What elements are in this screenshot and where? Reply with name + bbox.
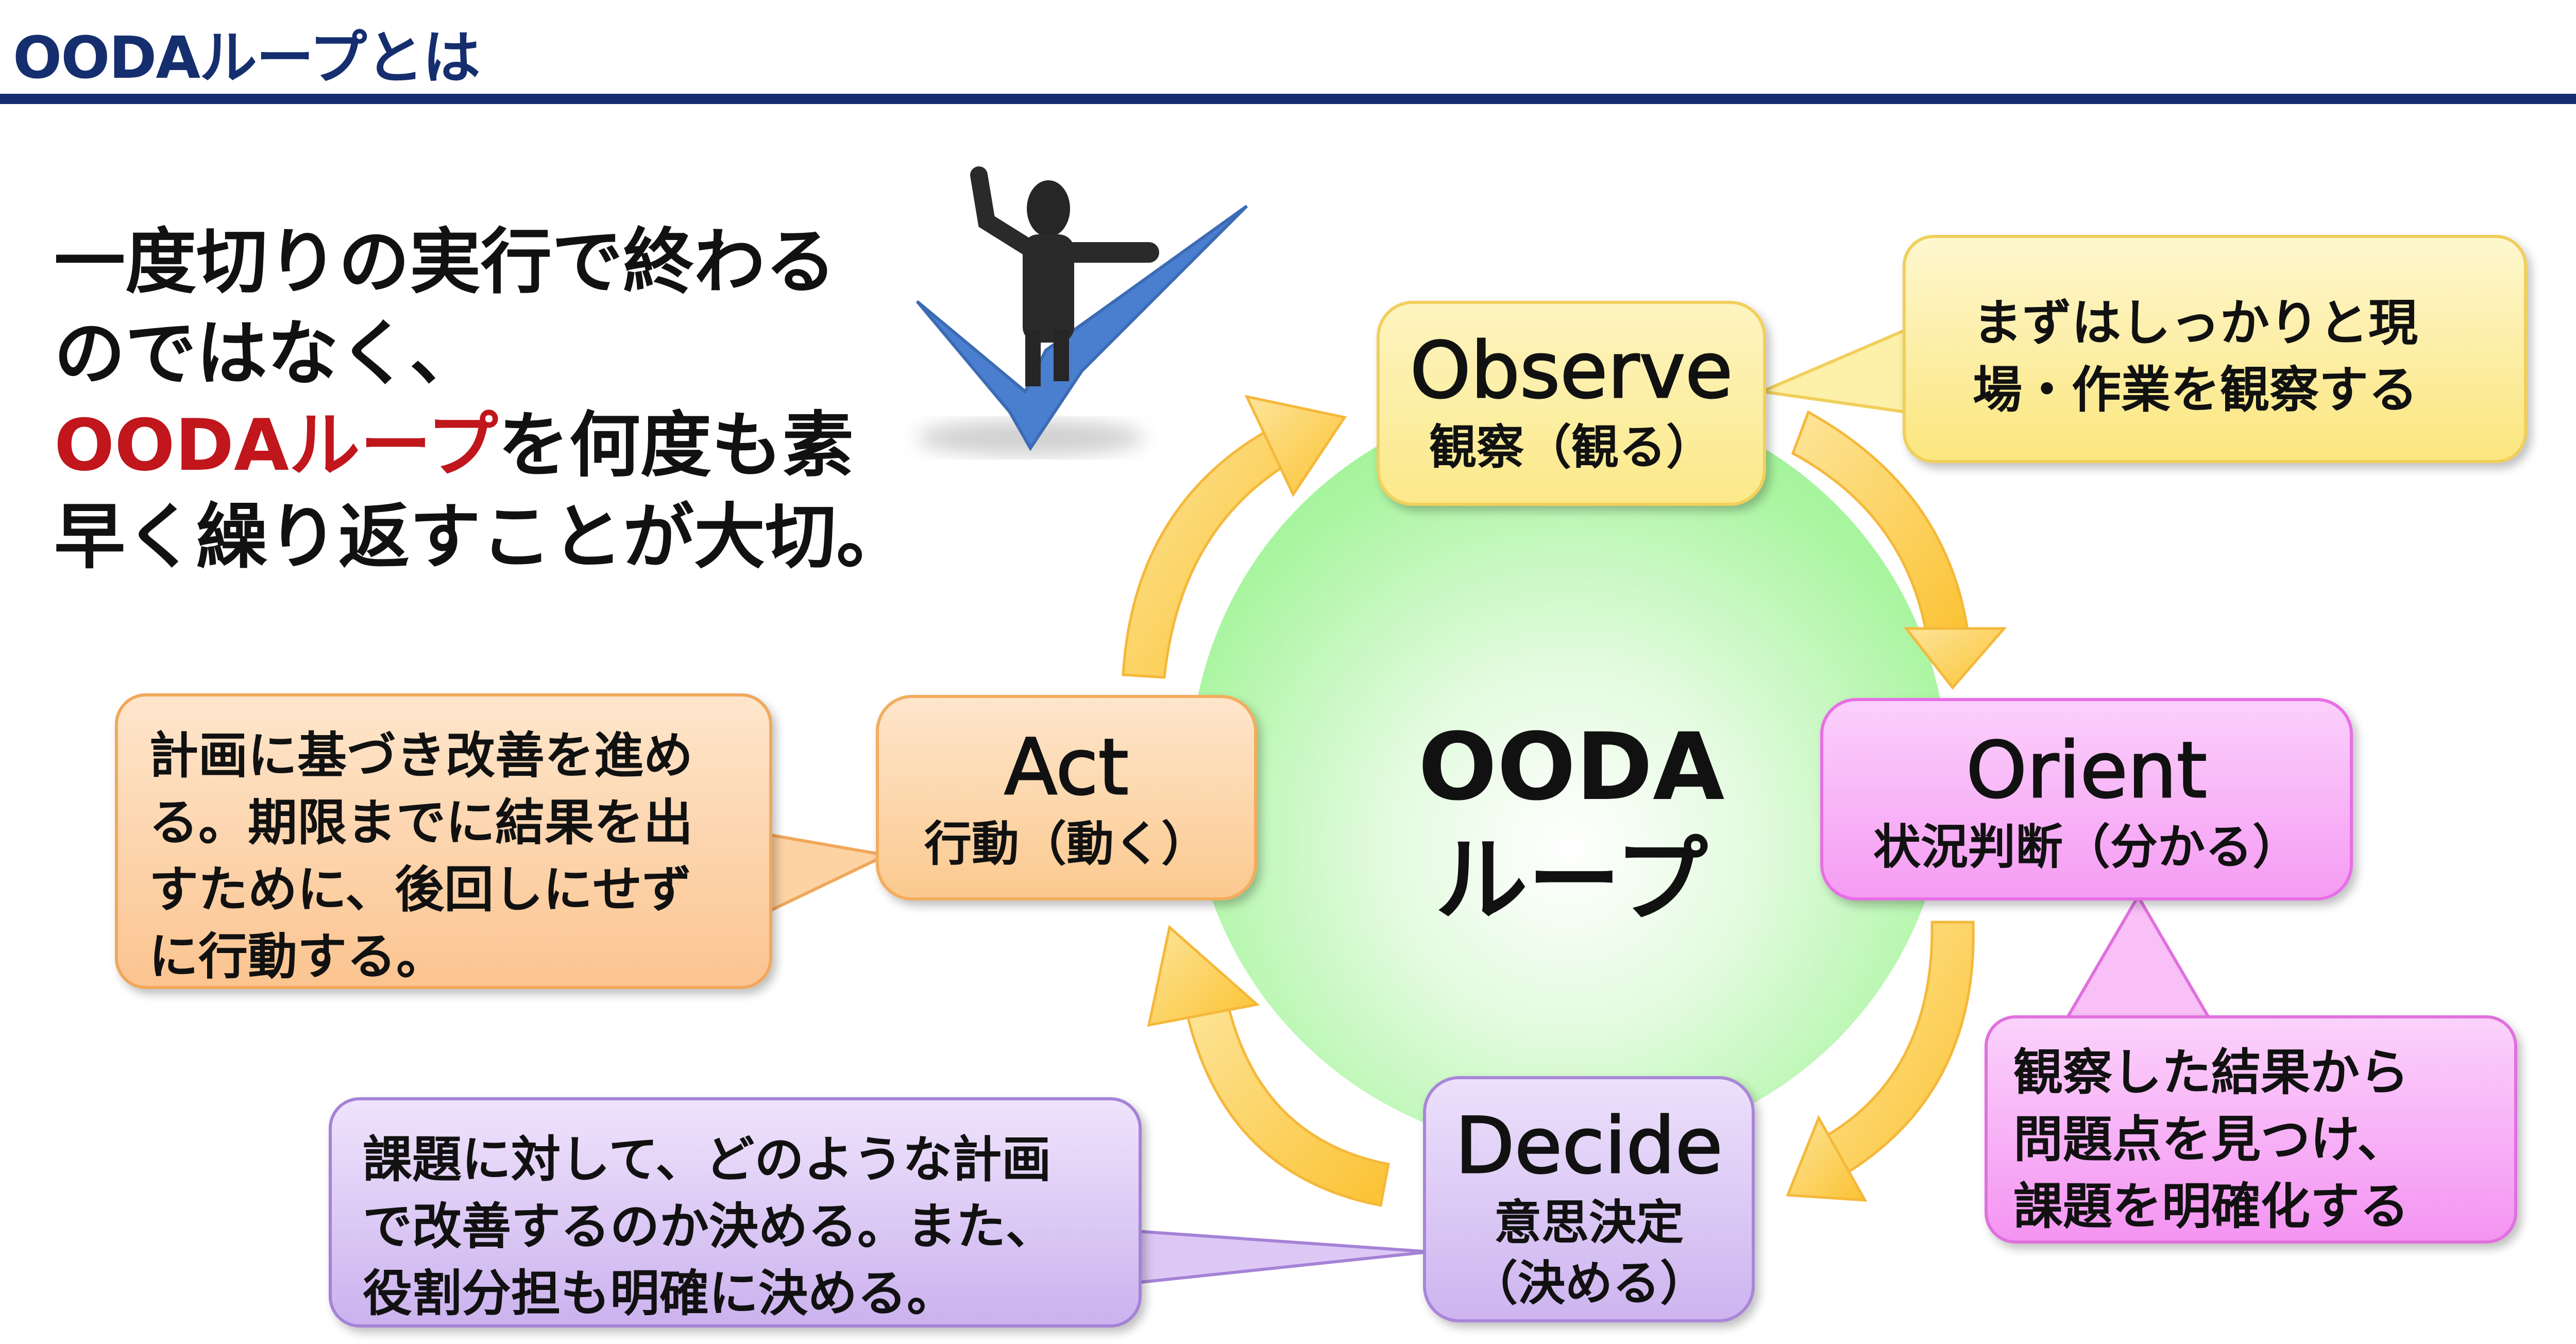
center-line-1: OODA <box>1418 713 1725 821</box>
step-title: Decide <box>1454 1101 1723 1192</box>
step-act: Act 行動（動く） <box>876 695 1257 900</box>
callout-line: 問題点を見つけ、 <box>2013 1111 2407 1168</box>
lead-line-1: 一度切りの実行で終わる <box>54 220 837 303</box>
callout-act: 計画に基づき改善を進め る。期限までに結果を出 すために、後回しにせず に行動す… <box>115 693 772 989</box>
callout-line: 観察した結果から <box>2013 1044 2409 1101</box>
arrow-decide-to-act <box>1147 925 1390 1207</box>
callout-orient: 観察した結果から 問題点を見つけ、 課題を明確化する <box>1985 1015 2517 1244</box>
callout-line: 役割分担も明確に決める。 <box>363 1265 956 1322</box>
lead-line-3: OODAループを何度も素 <box>54 400 907 491</box>
callout-line: 計画に基づき改善を進め <box>149 727 693 785</box>
step-subtitle: 行動（動く） <box>924 816 1209 872</box>
callout-line: すために、後回しにせず <box>149 861 692 918</box>
center-line-2: ループ <box>1435 827 1708 934</box>
callout-tail-decide <box>1134 1229 1430 1285</box>
lead-line-3-rest: を何度も素 <box>498 404 854 487</box>
arrow-act-to-observe <box>1122 395 1347 679</box>
arrow-observe-to-orient <box>1791 410 2007 690</box>
lead-line-4: 早く繰り返すことが大切。 <box>54 496 908 579</box>
step-subtitle-2: （決める） <box>1470 1256 1707 1311</box>
lead-highlight: OODAループ <box>54 404 498 487</box>
step-subtitle: 状況判断（分かる） <box>1873 820 2300 875</box>
page-title: OODAループとは <box>13 25 480 92</box>
callout-line: る。期限までに結果を出 <box>149 794 693 852</box>
step-title: Orient <box>1965 725 2208 816</box>
arrow-orient-to-decide <box>1786 921 1975 1202</box>
lead-text: 一度切りの実行で終わる のではなく、 OODAループを何度も素 早く繰り返すこと… <box>54 216 907 583</box>
callout-tail-observe <box>1756 327 1908 414</box>
callout-line: 場・作業を観察する <box>1973 361 2418 419</box>
ooda-center-label: OODA ループ <box>1365 711 1777 938</box>
callout-line: まずはしっかりと現 <box>1973 294 2418 352</box>
callout-tail-orient <box>2063 893 2213 1022</box>
step-decide: Decide 意思決定 （決める） <box>1423 1076 1755 1322</box>
title-divider <box>0 94 2576 104</box>
callout-decide: 課題に対して、どのような計画 で改善するのか決める。また、 役割分担も明確に決め… <box>329 1097 1142 1328</box>
step-observe: Observe 観察（観る） <box>1377 301 1766 506</box>
person-checkmark-icon <box>916 166 1248 456</box>
callout-line: 課題を明確化する <box>2013 1178 2409 1235</box>
step-orient: Orient 状況判断（分かる） <box>1820 698 2353 900</box>
callout-tail-act <box>766 832 891 914</box>
callout-observe: まずはしっかりと現 場・作業を観察する <box>1903 235 2527 463</box>
callout-line: に行動する。 <box>149 928 446 985</box>
step-subtitle: 意思決定 <box>1494 1195 1684 1250</box>
callout-line: 課題に対して、どのような計画 <box>363 1131 1052 1188</box>
step-title: Act <box>1004 722 1129 813</box>
step-title: Observe <box>1409 326 1733 417</box>
lead-line-2: のではなく、 <box>54 312 481 395</box>
step-subtitle: 観察（観る） <box>1429 420 1714 475</box>
callout-line: で改善するのか決める。また、 <box>363 1198 1055 1255</box>
